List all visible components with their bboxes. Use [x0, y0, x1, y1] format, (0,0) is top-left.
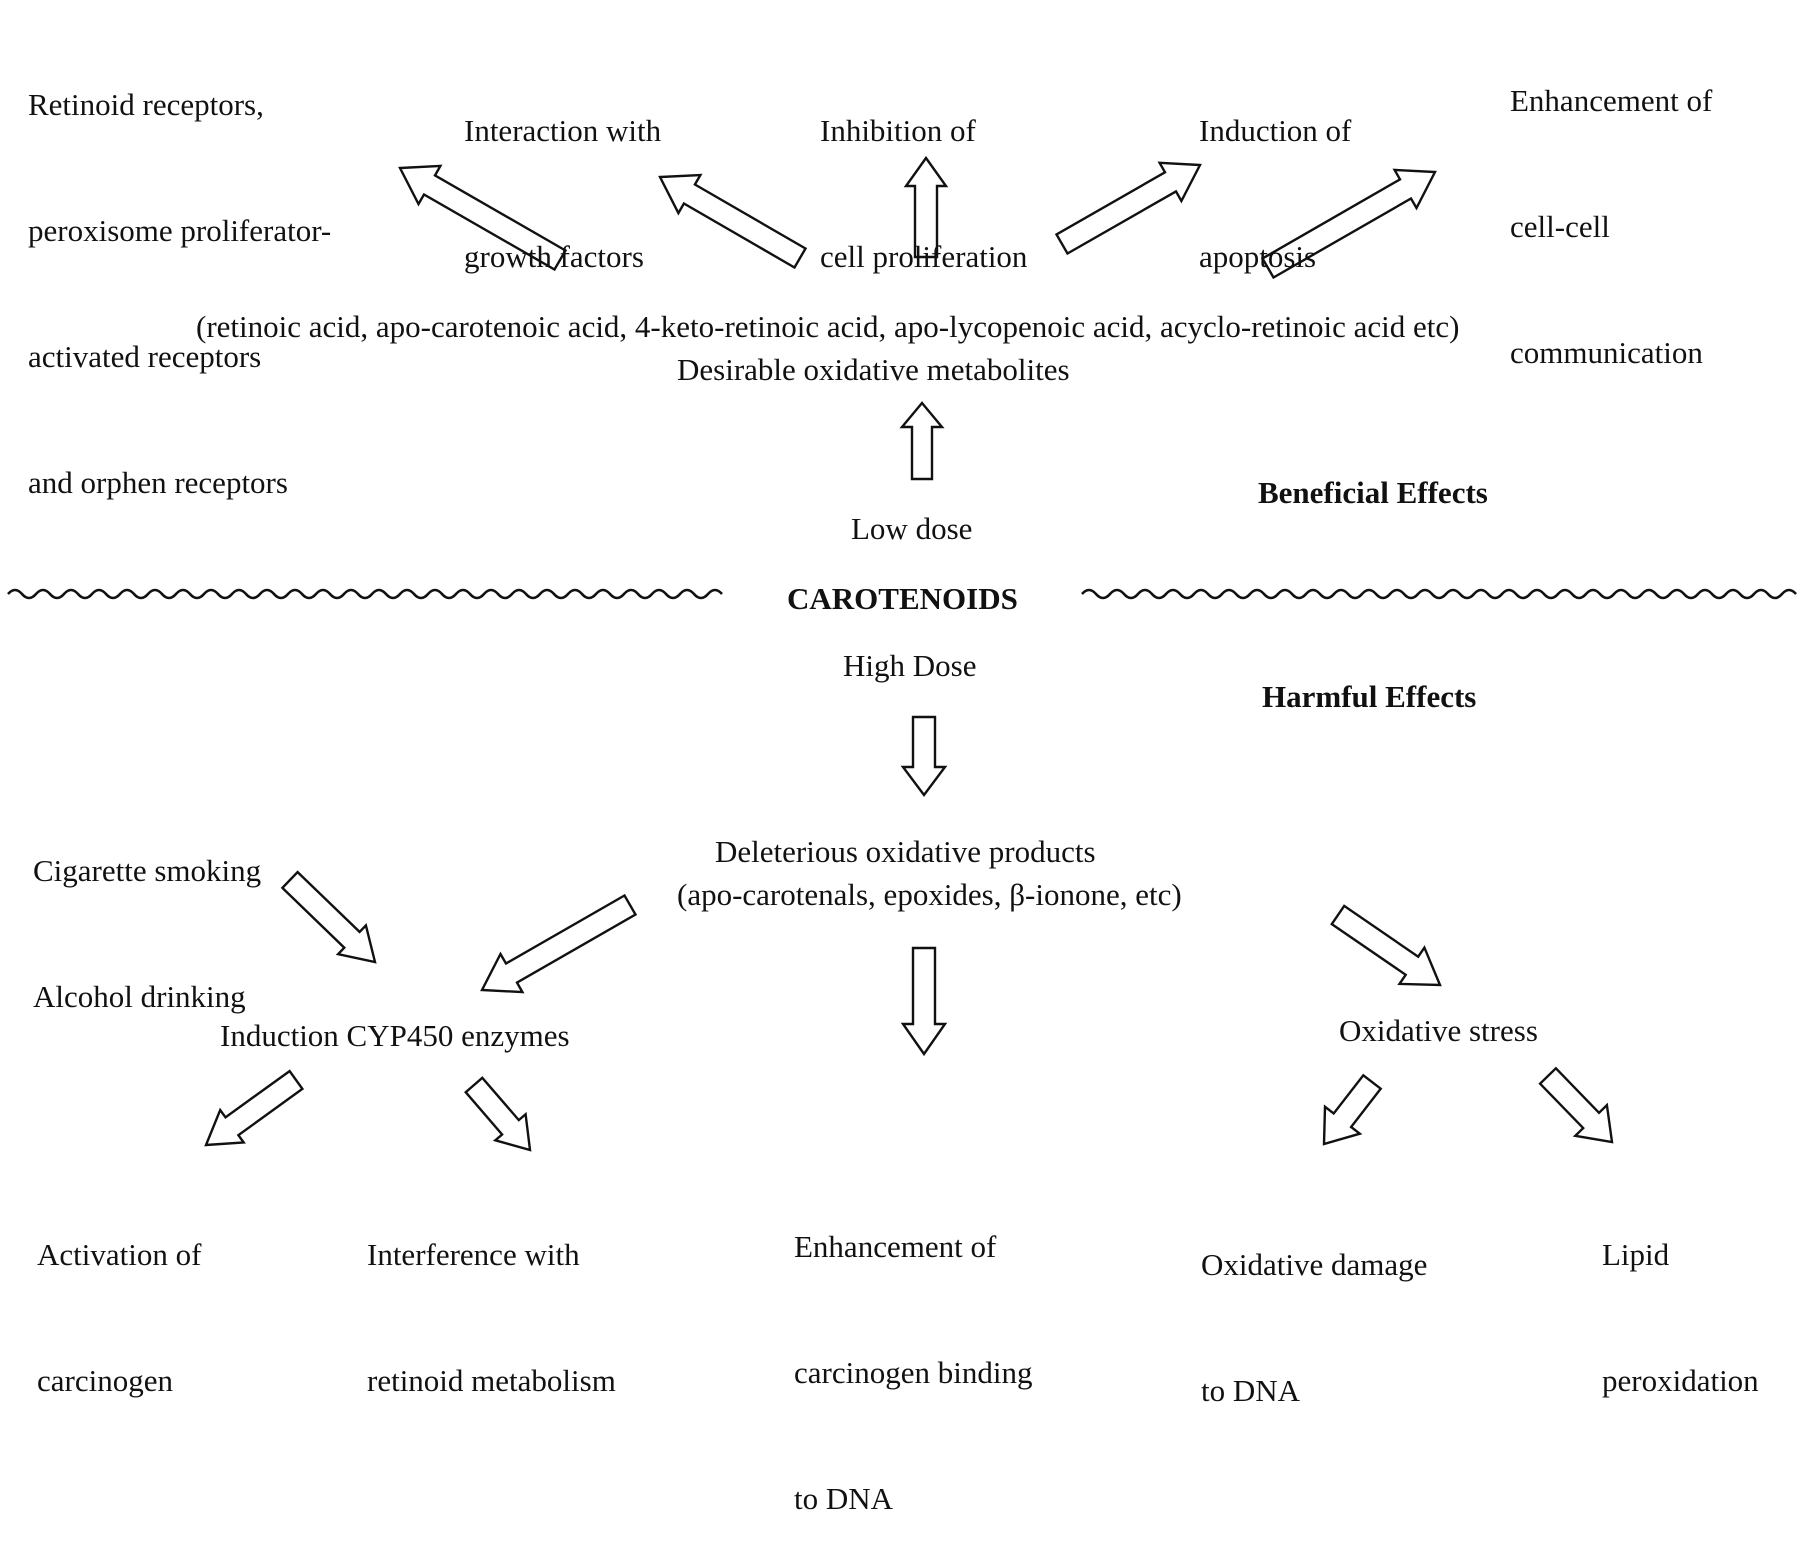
outcome-line: to DNA	[794, 1481, 894, 1516]
outcome-carcinogen-binding: Enhancement of carcinogen binding to DNA	[794, 1142, 1032, 1562]
oxidative-stress-label: Oxidative stress	[1339, 1013, 1538, 1048]
beneficial-effects-heading: Beneficial Effects	[1258, 475, 1488, 510]
outcome-line: Interference with	[367, 1237, 580, 1272]
arrow-stress-to-dna-damage-icon	[1322, 1073, 1383, 1146]
effect-line: and orphen receptors	[28, 465, 288, 500]
effect-line: Induction of	[1199, 113, 1352, 148]
effect-line: peroxisome proliferator-	[28, 213, 332, 248]
low-dose-label: Low dose	[851, 511, 973, 546]
carotenoids-title: CAROTENOIDS	[787, 581, 1018, 616]
arrow-to-cell-proliferation-icon	[903, 155, 949, 259]
arrow-low-dose-up-icon	[899, 401, 945, 481]
effect-line: cell-cell	[1510, 209, 1610, 244]
arrow-high-dose-down-icon	[900, 715, 948, 797]
wavy-divider-right	[1081, 588, 1797, 600]
effect-cell-communication: Enhancement of cell-cell communication	[1510, 0, 1712, 416]
products-title: Deleterious oxidative products	[715, 834, 1096, 869]
arrow-to-apoptosis-icon	[1054, 161, 1202, 256]
arrow-lifestyle-to-cyp450-icon	[280, 870, 377, 964]
outcome-line: Enhancement of	[794, 1229, 997, 1264]
lifestyle-item: Cigarette smoking	[33, 853, 262, 888]
outcome-dna-damage: Oxidative damage to DNA	[1201, 1160, 1427, 1454]
arrow-products-to-carcinogen-binding-icon	[900, 946, 948, 1057]
effect-line: Enhancement of	[1510, 83, 1713, 118]
outcome-line: Oxidative damage	[1201, 1247, 1428, 1282]
arrow-products-to-oxidative-stress-icon	[1330, 904, 1442, 987]
outcome-retinoid-interference: Interference with retinoid metabolism	[367, 1150, 616, 1444]
diagram-canvas	[7, 155, 1797, 1152]
outcome-line: to DNA	[1201, 1373, 1301, 1408]
metabolites-examples: (retinoic acid, apo-carotenoic acid, 4-k…	[196, 309, 1460, 344]
effect-line: apoptosis	[1199, 239, 1317, 274]
outcome-line: carcinogen binding	[794, 1355, 1033, 1390]
outcome-line: retinoid metabolism	[367, 1363, 616, 1398]
metabolites-title: Desirable oxidative metabolites	[677, 352, 1070, 387]
arrow-stress-to-lipid-peroxidation-icon	[1538, 1066, 1614, 1144]
high-dose-label: High Dose	[843, 648, 977, 683]
effect-line: Retinoid receptors,	[28, 87, 264, 122]
arrow-cyp450-to-retinoid-interference-icon	[464, 1076, 532, 1152]
outcome-activation-carcinogen: Activation of carcinogen	[37, 1150, 201, 1444]
effect-cell-proliferation: Inhibition of cell proliferation	[820, 26, 1027, 320]
products-examples: (apo-carotenals, epoxides, β-ionone, etc…	[677, 877, 1182, 912]
outcome-line: Lipid	[1602, 1237, 1670, 1272]
arrow-products-to-cyp450-icon	[480, 893, 638, 994]
effect-line: cell proliferation	[820, 239, 1028, 274]
effect-line: Inhibition of	[820, 113, 976, 148]
effect-line: growth factors	[464, 239, 644, 274]
outcome-line: Activation of	[37, 1237, 202, 1272]
outcome-line: peroxidation	[1602, 1363, 1759, 1398]
effect-line: Interaction with	[464, 113, 662, 148]
effect-line: communication	[1510, 335, 1703, 370]
arrow-cyp450-to-activation-icon	[204, 1069, 305, 1147]
outcome-line: carcinogen	[37, 1363, 173, 1398]
harmful-effects-heading: Harmful Effects	[1262, 679, 1477, 714]
cyp450-label: Induction CYP450 enzymes	[220, 1018, 570, 1053]
effect-growth-factors: Interaction with growth factors	[464, 26, 661, 320]
outcome-lipid-peroxidation: Lipid peroxidation	[1602, 1150, 1759, 1444]
effect-retinoid-receptors: Retinoid receptors, peroxisome prolifera…	[28, 0, 331, 546]
lifestyle-item: Alcohol drinking	[33, 979, 246, 1014]
effect-apoptosis: Induction of apoptosis	[1199, 26, 1351, 320]
wavy-divider-left	[7, 588, 723, 600]
effect-line: activated receptors	[28, 339, 262, 374]
arrow-to-cell-communication-icon	[1260, 168, 1437, 280]
lifestyle-factors: Cigarette smoking Alcohol drinking	[33, 766, 261, 1060]
arrow-to-retinoid-receptors-icon	[398, 164, 568, 272]
arrow-to-growth-factors-icon	[658, 173, 808, 270]
